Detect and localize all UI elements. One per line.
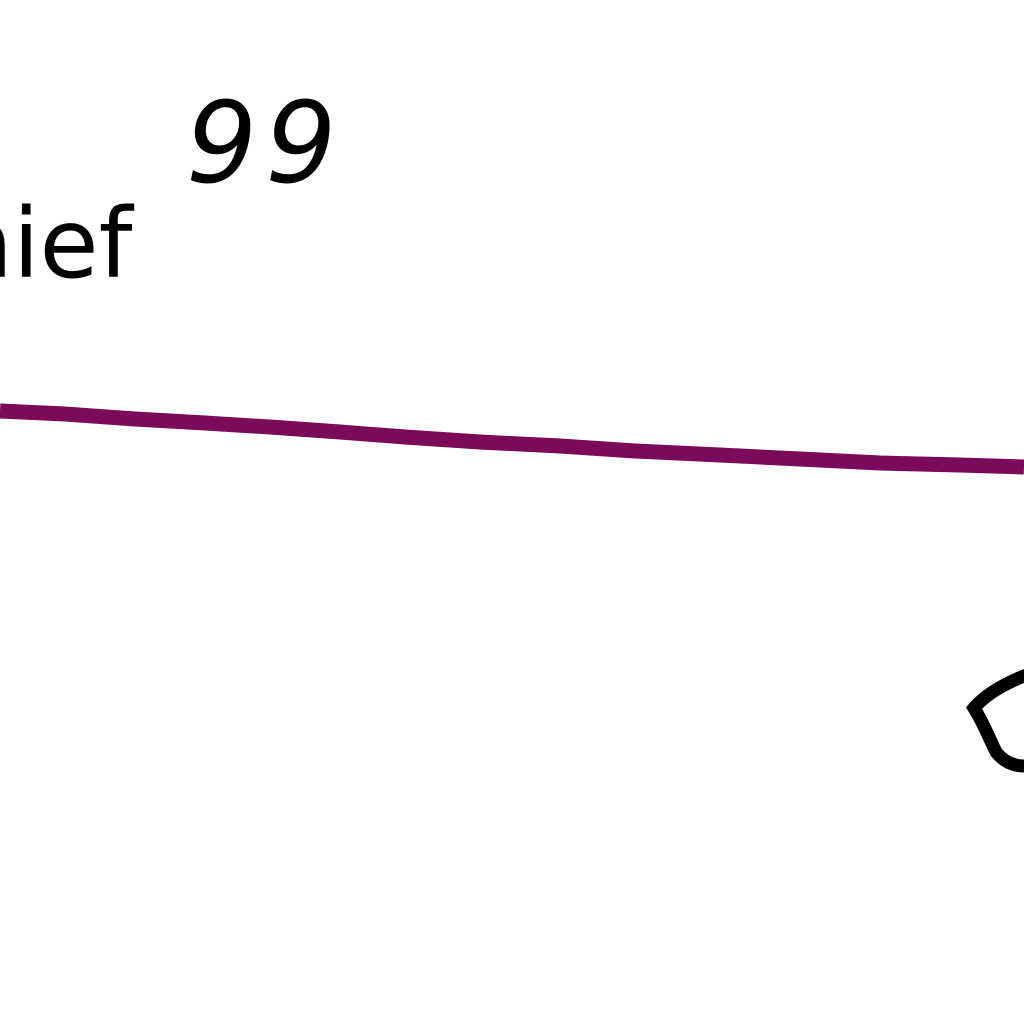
route-number-label: 99 [186,79,345,209]
circle-outline-marker-icon [965,668,1024,773]
route-line [0,403,1024,475]
place-name-label: hief [0,188,133,300]
